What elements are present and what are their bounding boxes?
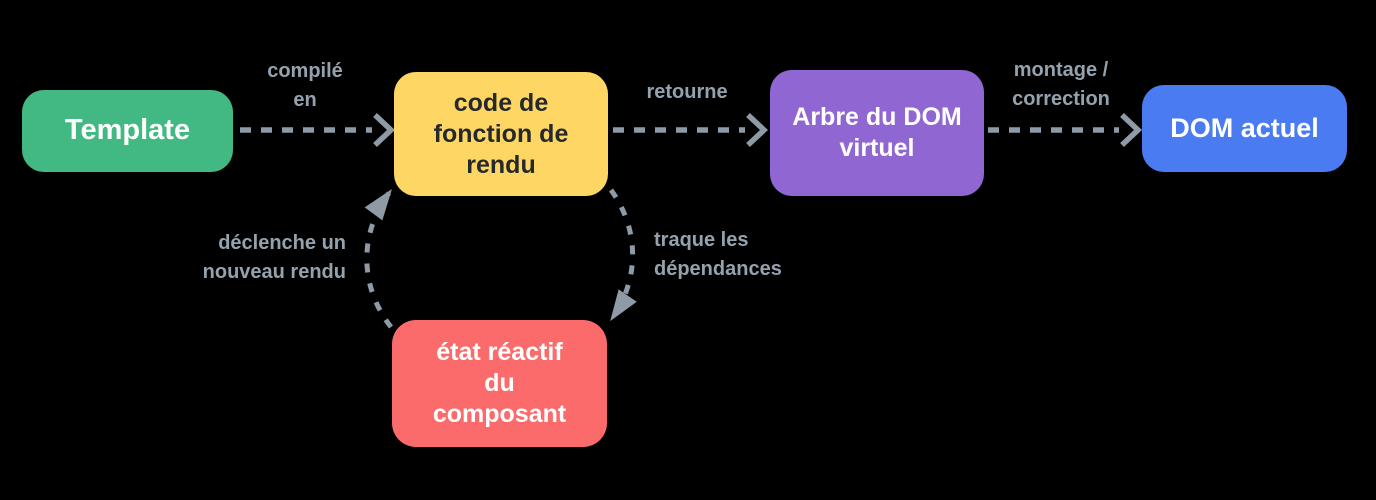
edge-label-compile: compilé en — [267, 60, 343, 111]
node-reactive-state: état réactif du composant — [392, 320, 607, 447]
node-render-function-code: code de fonction de rendu — [394, 72, 608, 196]
edge-label-returns: retourne — [646, 81, 728, 103]
edge-label-mount-patch: montage / correction — [1012, 59, 1110, 110]
arrowhead-returns-icon — [746, 112, 769, 148]
arrow-trigger-rerender — [364, 188, 393, 329]
node-actual-dom: DOM actuel — [1142, 85, 1347, 172]
edge-label-trigger-rerender: déclenche un nouveau rendu — [202, 232, 346, 283]
edge-label-track-dependencies: traque les dépendances — [654, 229, 782, 280]
node-template: Template — [22, 90, 233, 172]
arrowhead-compile-icon — [373, 112, 396, 148]
node-virtual-dom-tree: Arbre du DOM virtuel — [770, 70, 984, 196]
arrowhead-mount-icon — [1120, 112, 1143, 148]
arrow-track-dependencies — [608, 188, 637, 322]
